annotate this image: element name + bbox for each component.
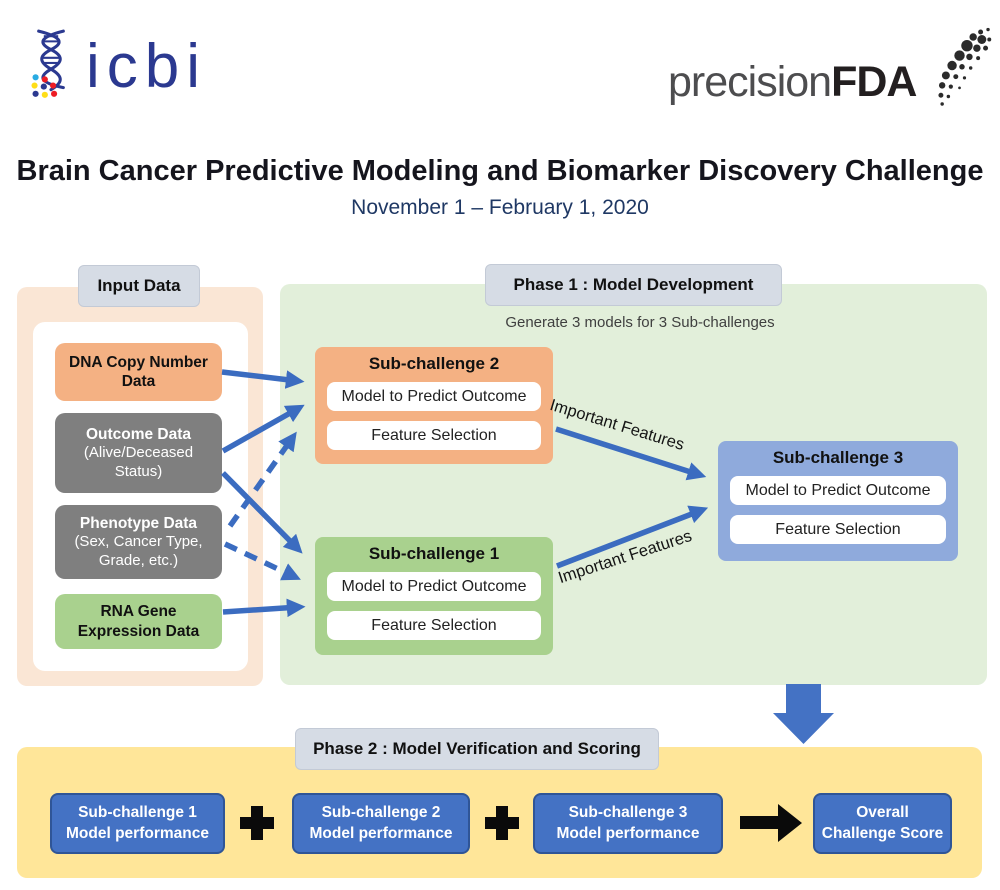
input-box-subtitle: (Alive/Deceased Status) (83, 443, 194, 480)
performance-box-sub-challenge-1: Sub-challenge 1 Model performance (50, 793, 225, 854)
performance-box-sub-challenge-2: Sub-challenge 2 Model performance (292, 793, 470, 854)
sub-challenge-title: Sub-challenge 3 (772, 448, 904, 467)
feature-selection-box: Feature Selection (327, 611, 541, 640)
overall-challenge-score-box: Overall Challenge Score (813, 793, 952, 854)
sub-challenge-2-card: Sub-challenge 2 Model to Predict Outcome… (315, 347, 553, 464)
model-to-predict-outcome-box: Model to Predict Outcome (730, 476, 946, 505)
plus-icon (485, 806, 519, 840)
perf-line1: Sub-challenge 1 (78, 803, 197, 821)
sub-challenge-title: Sub-challenge 2 (368, 354, 500, 373)
perf-line2: Challenge Score (821, 824, 944, 842)
page-title: Brain Cancer Predictive Modeling and Bio… (16, 155, 984, 187)
fda-text: FDA (831, 58, 917, 106)
precisionfda-logo: precisionFDA (650, 27, 995, 115)
performance-box-sub-challenge-3: Sub-challenge 3 Model performance (533, 793, 723, 854)
model-to-predict-outcome-box: Model to Predict Outcome (327, 572, 541, 601)
input-box-title: RNA Gene Expression Data (77, 603, 200, 640)
input-box-title: Phenotype Data (79, 514, 198, 532)
input-box-title: DNA Copy Number Data (69, 353, 208, 390)
perf-line1: Sub-challenge 2 (321, 803, 441, 821)
input-box-rna-expression: RNA Gene Expression Data (55, 594, 222, 649)
input-box-outcome-data: Outcome Data (Alive/Deceased Status) (55, 413, 222, 493)
dna-dots-icon (938, 27, 992, 106)
icbi-logo: icbi (24, 28, 207, 102)
sub-challenge-1-card: Sub-challenge 1 Model to Predict Outcome… (315, 537, 553, 655)
down-arrow-icon (773, 684, 834, 744)
feature-selection-box: Feature Selection (327, 421, 541, 450)
model-to-predict-outcome-box: Model to Predict Outcome (327, 382, 541, 411)
perf-line1: Overall (856, 803, 909, 821)
perf-line1: Sub-challenge 3 (568, 803, 688, 821)
plus-icon (240, 806, 274, 840)
precision-text: precision (668, 58, 832, 106)
input-box-subtitle: (Sex, Cancer Type, Grade, etc.) (74, 532, 203, 569)
perf-line2: Model performance (556, 824, 700, 842)
page-subtitle: November 1 – February 1, 2020 (351, 196, 649, 219)
input-box-title: Outcome Data (85, 425, 192, 443)
dna-helix-icon (31, 29, 65, 98)
sub-challenge-3-card: Sub-challenge 3 Model to Predict Outcome… (718, 441, 958, 561)
icbi-logo-text: icbi (86, 32, 208, 101)
phase2-label: Phase 2 : Model Verification and Scoring (295, 728, 659, 770)
phase1-label: Phase 1 : Model Development (485, 264, 782, 306)
perf-line2: Model performance (309, 824, 453, 842)
sub-challenge-title: Sub-challenge 1 (368, 544, 500, 563)
phase1-note: Generate 3 models for 3 Sub-challenges (505, 314, 775, 331)
input-data-label: Input Data (78, 265, 200, 307)
icbi-dots (31, 74, 58, 98)
input-box-phenotype-data: Phenotype Data (Sex, Cancer Type, Grade,… (55, 505, 222, 579)
perf-line2: Model performance (66, 824, 209, 842)
input-box-dna-copy-number: DNA Copy Number Data (55, 343, 222, 401)
feature-selection-box: Feature Selection (730, 515, 946, 544)
